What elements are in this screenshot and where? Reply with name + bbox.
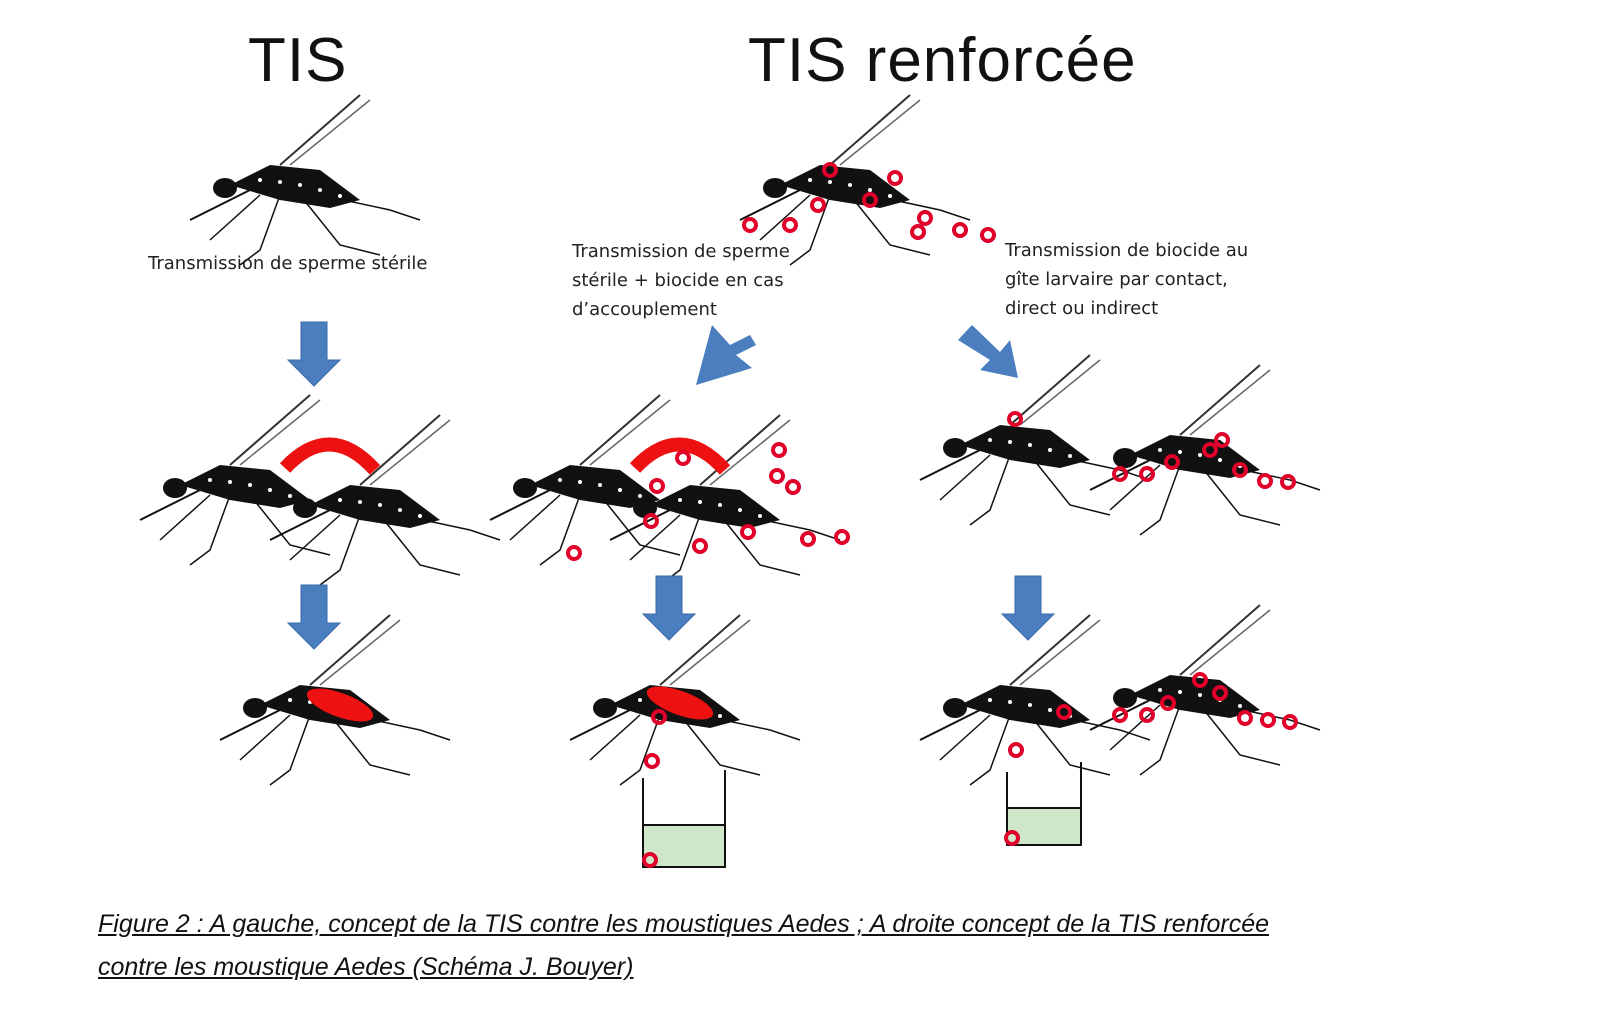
title-tis-renforcee: TIS renforcée [748,26,1137,95]
arrow-down-icon [1001,575,1055,641]
arrow-down-icon [287,321,341,387]
treated-male-mosquito-icon [739,94,996,266]
contaminated-female-icon [919,354,1151,526]
arrow-diagonal-right-icon [958,325,1018,378]
female-laying-eggs-icon [569,614,801,786]
label-sterile-sperm: Transmission de sperme stérile [148,253,428,274]
mating-treated-mosquitoes-icon [489,394,850,586]
mating-mosquitoes-icon [139,394,501,586]
arrow-down-icon [287,584,341,650]
treated-male-small-icon [1089,364,1321,536]
female-sterile-mosquito-icon [219,614,451,786]
larval-container-icon [642,770,726,868]
larval-container-icon [1004,762,1082,846]
treated-male-small-icon [1089,604,1321,776]
figure-caption-line2: contre les moustique Aedes (Schéma J. Bo… [98,953,634,981]
label-biocide-larval-site: Transmission de biocide au gîte larvaire… [1005,240,1249,319]
label-sperm-biocide: Transmission de sperme stérile + biocide… [572,241,790,320]
arrow-down-icon [642,575,696,641]
arrow-diagonal-left-icon [696,325,756,385]
title-tis: TIS [248,26,348,95]
figure-caption-line1: Figure 2 : A gauche, concept de la TIS c… [98,910,1270,938]
male-mosquito-icon [189,94,421,266]
